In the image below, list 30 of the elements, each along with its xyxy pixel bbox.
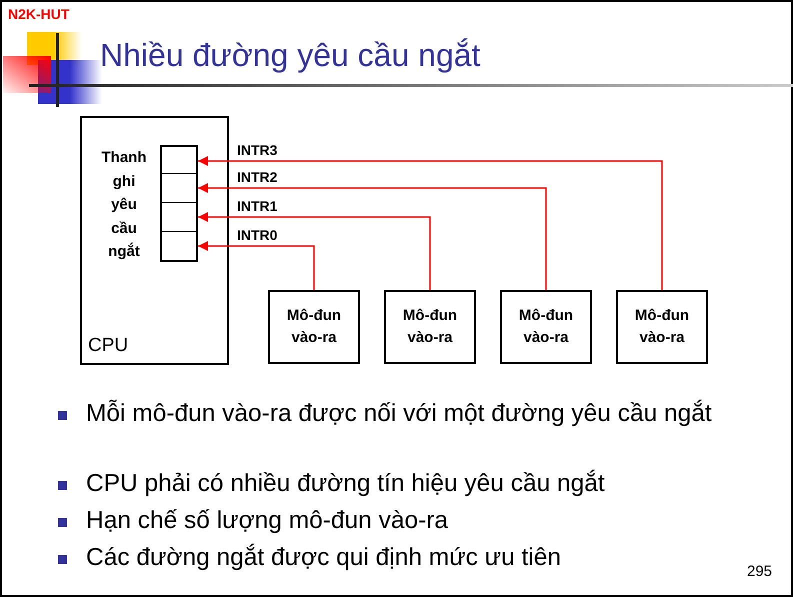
bullet-text: Các đường ngắt được qui định mức ưu tiên xyxy=(86,544,562,572)
register-cell xyxy=(160,145,198,175)
edge-label: INTR0 xyxy=(236,227,278,243)
register-cell xyxy=(160,232,198,262)
arrow xyxy=(198,212,431,290)
bullet-text: Hạn chế số lượng mô-đun vào-ra xyxy=(86,507,450,535)
cpu-label: CPU xyxy=(88,335,128,357)
module-box xyxy=(268,290,360,364)
module-label: Mô-đun vào-ra xyxy=(286,306,342,348)
register-cell xyxy=(160,174,198,204)
module-label: Mô-đun vào-ra xyxy=(518,306,574,348)
edge-label: INTR2 xyxy=(236,169,278,185)
page-number: 295 xyxy=(747,563,772,580)
module-label: Mô-đun vào-ra xyxy=(402,306,458,348)
arrow xyxy=(198,241,315,290)
bullet-text: CPU phải có nhiều đường tín hiệu yêu cầu ngắt xyxy=(86,470,606,498)
edge-label: INTR1 xyxy=(236,198,278,214)
register-label: Thanh ghi yêu cầu ngắt xyxy=(100,148,148,262)
slide-title: Nhiều đường yêu cầu ngắt xyxy=(100,36,480,75)
module-box xyxy=(500,290,592,364)
cpu-box xyxy=(80,116,229,365)
arrow xyxy=(198,183,547,290)
arrow xyxy=(198,156,663,290)
register-cell xyxy=(160,203,198,233)
edge-label: INTR3 xyxy=(236,142,278,158)
module-box xyxy=(384,290,476,364)
module-label: Mô-đun vào-ra xyxy=(634,306,690,348)
module-box xyxy=(616,290,708,364)
header-tag: N2K-HUT xyxy=(8,6,70,22)
bullet-text: Mỗi mô-đun vào-ra được nối với một đường yêu cầu ngắt xyxy=(86,400,713,428)
